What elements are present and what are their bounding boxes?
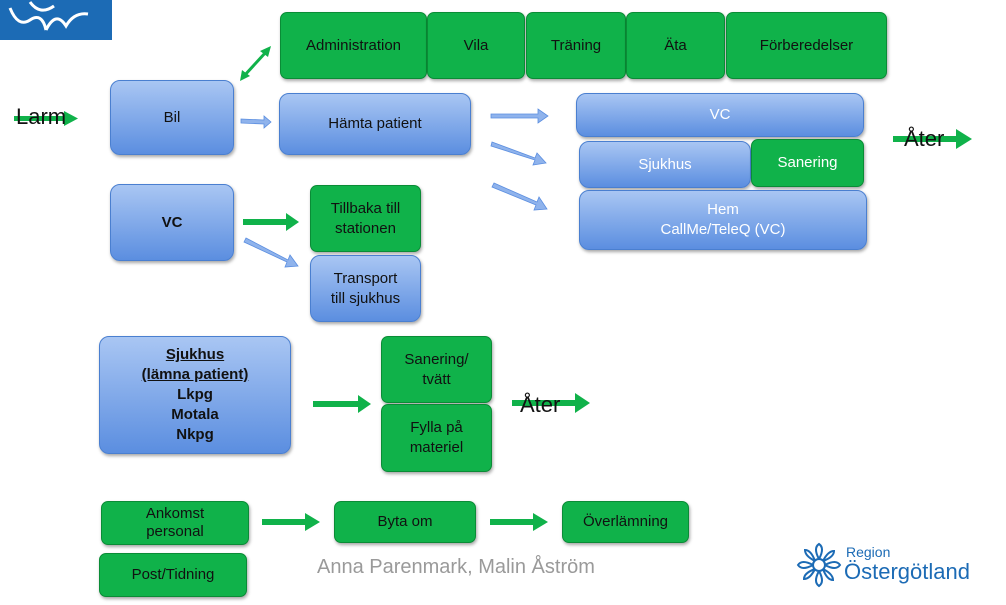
ankomst-line1: Ankomst	[145, 505, 205, 522]
logo-region-text: Region	[846, 544, 891, 560]
larm-arrow	[14, 111, 78, 126]
forberedelser-box: Förberedelser	[726, 12, 887, 79]
tillbaka-line1: Tillbaka till	[330, 199, 401, 217]
logo-ostergotland-text: Östergötland	[844, 559, 970, 584]
hospital-item: Motala	[171, 406, 219, 423]
ater-top-arrow	[893, 129, 972, 149]
authors-text: Anna Parenmark, Malin Åström	[317, 556, 595, 578]
sanering-box: Sanering	[751, 139, 864, 187]
bil-box: Bil	[110, 80, 234, 155]
transport-line2: till sjukhus	[330, 289, 401, 307]
flower-logo-icon	[8, 1, 89, 31]
sjukhus-sanering-arrow	[313, 395, 371, 413]
vc-transport-arrow	[243, 237, 299, 268]
vc-box: VC	[110, 184, 234, 261]
byta-om-box: Byta om	[334, 501, 476, 543]
hamta-sjukhus-arrow	[490, 141, 547, 166]
tillbaka-line2: stationen	[335, 219, 396, 237]
hamta-patient-box: Hämta patient	[279, 93, 471, 155]
ater-mid-arrow	[512, 393, 590, 413]
sjukhus-destination-box: Sjukhus	[579, 141, 751, 188]
sanering-tvatt-line2: tvätt	[422, 370, 451, 388]
ater-top-label: Åter	[904, 126, 945, 151]
hem-label: Hem	[707, 201, 739, 218]
hamta-vc-arrow	[490, 108, 549, 124]
sjukhus-hospitals-box: Sjukhus (lämna patient) Lkpg Motala Nkpg	[99, 336, 291, 454]
fylla-pa-box: Fylla på materiel	[381, 404, 492, 472]
brand-logo-block	[0, 0, 112, 40]
hospital-item: Lkpg	[177, 386, 213, 403]
ankomst-line2: personal	[146, 523, 204, 540]
ankomst-personal-box: Ankomst personal	[101, 501, 249, 545]
sanering-tvatt-line1: Sanering/	[404, 350, 469, 368]
traning-box: Träning	[526, 12, 626, 79]
tillbaka-box: Tillbaka till stationen	[310, 185, 421, 252]
sjukhus-subtitle: (lämna patient)	[141, 366, 249, 383]
transport-line1: Transport	[333, 269, 398, 287]
administration-box: Administration	[280, 12, 427, 79]
ata-box: Äta	[626, 12, 725, 79]
callme-label: CallMe/TeleQ (VC)	[660, 221, 786, 238]
ankomst-byta-arrow	[262, 513, 320, 531]
vc-destination-box: VC	[576, 93, 864, 137]
bil-hamta-arrow	[240, 115, 272, 129]
hem-destination-box: Hem CallMe/TeleQ (VC)	[579, 190, 867, 250]
region-flower-icon	[796, 542, 842, 588]
byta-overlamning-arrow	[490, 513, 548, 531]
vc-tillbaka-arrow	[243, 213, 299, 231]
hospital-item: Nkpg	[176, 426, 214, 443]
bil-administration-double-arrow	[240, 46, 271, 81]
fylla-line1: Fylla på	[410, 419, 463, 436]
larm-label: Larm	[16, 104, 67, 129]
ater-mid-label: Åter	[520, 392, 561, 417]
transport-box: Transport till sjukhus	[310, 255, 421, 322]
sanering-tvatt-box: Sanering/ tvätt	[381, 336, 492, 403]
fylla-line2: materiel	[409, 439, 464, 456]
region-ostergotland-logo: Region Östergötland	[796, 540, 986, 590]
vila-box: Vila	[427, 12, 525, 79]
post-tidning-box: Post/Tidning	[99, 553, 247, 597]
overlamning-box: Överlämning	[562, 501, 689, 543]
hamta-hem-arrow	[491, 182, 548, 211]
sjukhus-title: Sjukhus	[165, 346, 225, 363]
